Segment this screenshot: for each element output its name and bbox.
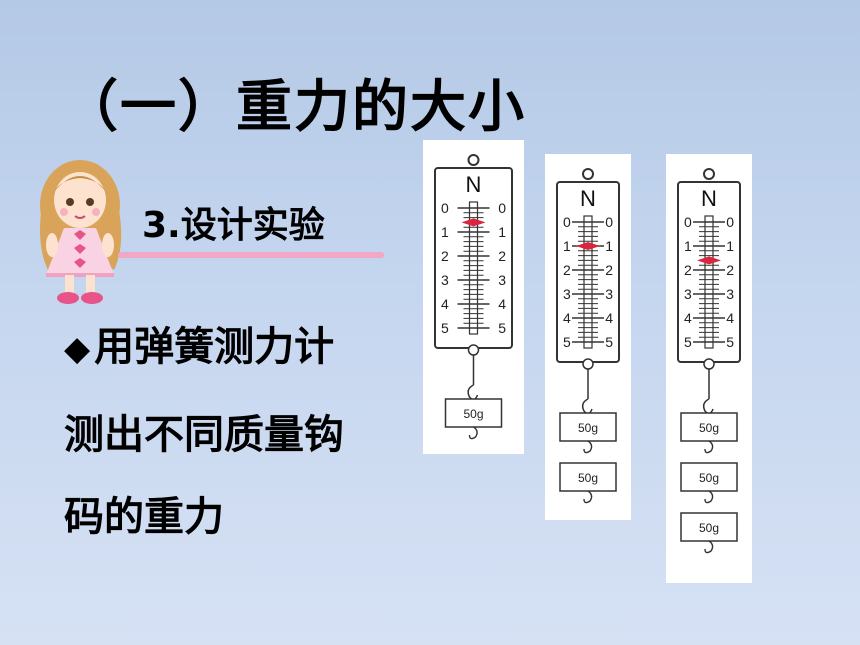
scale-ring: [703, 168, 715, 180]
scale-tick-label-left: 1: [684, 238, 692, 254]
body-text-2: 测出不同质量钩: [64, 412, 344, 458]
girl-illustration: [40, 160, 122, 304]
scale-tick-label-right: 3: [498, 272, 506, 288]
scale-tick-label-right: 1: [605, 238, 613, 254]
scale-tick-label-right: 4: [498, 296, 506, 312]
scale-tick-label-right: 3: [726, 286, 734, 302]
scale-tick-label-right: 0: [605, 214, 613, 230]
weight-label: 50g: [699, 521, 719, 535]
weight-label: 50g: [699, 421, 719, 435]
section-subtitle: 3.设计实验: [142, 205, 325, 246]
page-title: （一）重力的大小: [62, 75, 526, 140]
scale-tick-label-right: 0: [498, 200, 506, 216]
scale-tick-label-left: 5: [441, 320, 449, 336]
scale-pointer: [461, 218, 486, 227]
weight-block: [444, 398, 503, 428]
scale-tick-label-left: 1: [441, 224, 449, 240]
weight-label: 50g: [578, 421, 598, 435]
scale-tick-label-left: 0: [441, 200, 449, 216]
scale-tick-label-right: 5: [726, 334, 734, 350]
scale-tick-label-right: 4: [726, 310, 734, 326]
scale-tick-label-right: 0: [726, 214, 734, 230]
scale-tick-label-right: 5: [605, 334, 613, 350]
scale-tick-label-left: 0: [684, 214, 692, 230]
weight-block: [680, 512, 738, 542]
scale-tick-label-right: 2: [498, 248, 506, 264]
scale-tube: [583, 215, 593, 349]
weight-label: 50g: [578, 471, 598, 485]
scale-bottom-knob: [582, 358, 594, 370]
scale-tick-label-right: 4: [605, 310, 613, 326]
scale-tick-label-left: 3: [441, 272, 449, 288]
scale-tick-label-left: 5: [563, 334, 571, 350]
scale-tick-label-right: 2: [726, 262, 734, 278]
weight-hook: [704, 490, 714, 504]
scale-tube: [468, 201, 479, 335]
weight-hook: [583, 490, 593, 504]
scale-pointer: [576, 242, 600, 250]
scale-pointer: [697, 256, 721, 265]
scale-unit-label: N: [466, 172, 482, 197]
weight-hook: [704, 540, 714, 554]
scale-tick-label-left: 3: [684, 286, 692, 302]
scale-tube: [704, 215, 714, 349]
scale-tick-label-left: 4: [441, 296, 449, 312]
scale-bottom-knob: [703, 358, 715, 370]
weight-hook: [468, 426, 478, 440]
scale-tick-label-left: 2: [441, 248, 449, 264]
scale-hook: [702, 398, 714, 415]
subtitle-underline: [118, 252, 384, 258]
scale-tick-label-right: 1: [498, 224, 506, 240]
body-text-3: 码的重力: [64, 494, 224, 540]
scale-hook: [581, 398, 593, 415]
scale-tick-label-left: 4: [563, 310, 571, 326]
weight-label: 50g: [699, 471, 719, 485]
scale-tick-label-right: 3: [605, 286, 613, 302]
scale-ring: [582, 168, 594, 180]
body-text-1: 用弹簧测力计: [94, 324, 335, 370]
scale-hook: [467, 384, 479, 401]
scale-tick-label-left: 0: [563, 214, 571, 230]
weight-hook: [704, 440, 714, 454]
scale-tick-label-right: 2: [605, 262, 613, 278]
scale-tick-label-right: 1: [726, 238, 734, 254]
scale-tick-label-left: 4: [684, 310, 692, 326]
scale-tick-label-left: 3: [563, 286, 571, 302]
scale-tick-label-right: 5: [498, 320, 506, 336]
scale-unit-label: N: [580, 186, 596, 211]
diamond-bullet-icon: ◆: [64, 329, 91, 369]
scale-ring: [467, 154, 480, 166]
body-line-1: ◆用弹簧测力计: [64, 314, 334, 372]
weight-block: [680, 412, 738, 442]
scale-tick-label-left: 2: [684, 262, 692, 278]
weight-block: [559, 462, 617, 492]
weight-label: 50g: [463, 407, 483, 421]
weight-hook: [583, 440, 593, 454]
scale-bottom-knob: [467, 344, 480, 356]
scale-tick-label-left: 1: [563, 238, 571, 254]
scale-tick-label-left: 2: [563, 262, 571, 278]
scale-tick-label-left: 5: [684, 334, 692, 350]
scale-unit-label: N: [701, 186, 717, 211]
